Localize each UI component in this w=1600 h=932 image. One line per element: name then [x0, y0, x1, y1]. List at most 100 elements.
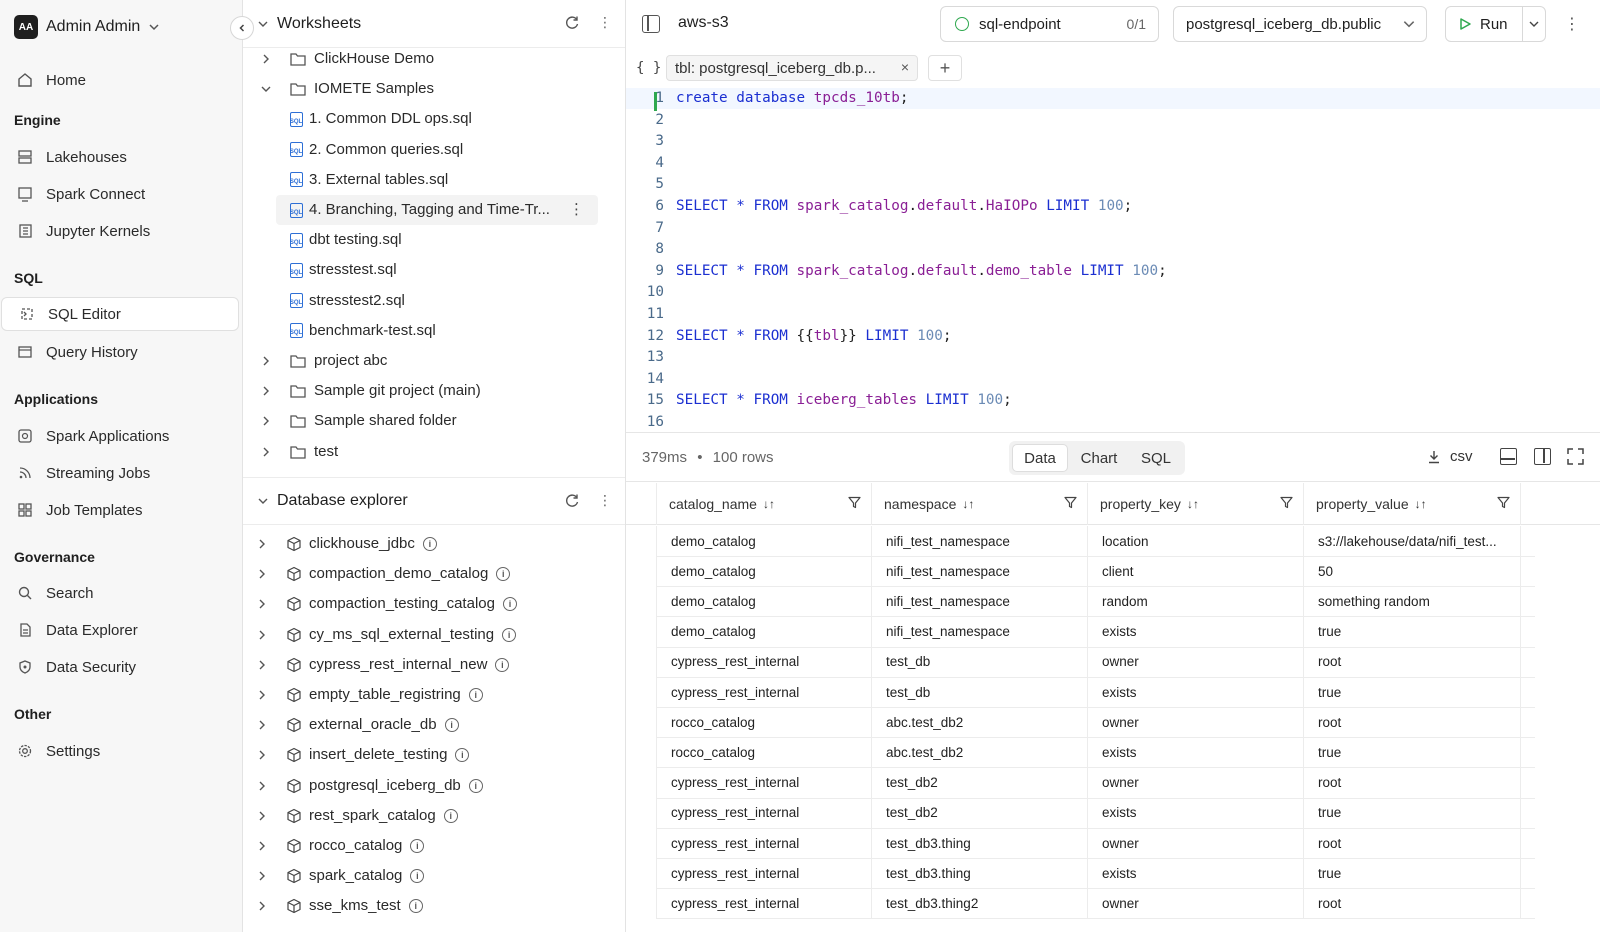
info-icon[interactable]: i: [495, 657, 510, 672]
nav-streaming-jobs[interactable]: Streaming Jobs: [0, 456, 243, 490]
chevron-down-icon[interactable]: [257, 18, 269, 30]
toggle-panel-icon[interactable]: [642, 15, 660, 33]
sort-icon[interactable]: ↓↑: [762, 497, 775, 511]
chevron-right-icon[interactable]: [255, 567, 269, 581]
filter-icon[interactable]: [848, 496, 861, 512]
nav-query-history[interactable]: Query History: [0, 335, 243, 369]
chevron-right-icon[interactable]: [255, 628, 269, 642]
chevron-right-icon[interactable]: [255, 718, 269, 732]
layout-right-icon[interactable]: [1534, 448, 1551, 465]
chevron-right-icon[interactable]: [259, 52, 273, 66]
database-select[interactable]: postgresql_iceberg_db.public: [1173, 6, 1427, 42]
more-vertical-icon[interactable]: ⋮: [598, 14, 612, 30]
nav-lakehouses[interactable]: Lakehouses: [0, 140, 243, 174]
sort-icon[interactable]: ↓↑: [962, 497, 975, 511]
chevron-right-icon[interactable]: [259, 414, 273, 428]
more-vertical-icon[interactable]: ⋮: [598, 492, 612, 508]
nav-search[interactable]: Search: [0, 576, 243, 610]
run-options-button[interactable]: [1522, 6, 1546, 42]
more-vertical-icon[interactable]: ⋮: [569, 201, 584, 218]
filter-icon[interactable]: [1280, 496, 1293, 512]
info-icon[interactable]: i: [422, 537, 437, 552]
folder-item[interactable]: ClickHouse Demo: [243, 44, 625, 74]
column-header[interactable]: property_value↓↑: [1303, 483, 1520, 525]
info-icon[interactable]: i: [468, 688, 483, 703]
tab-data[interactable]: Data: [1012, 444, 1068, 472]
folder-item[interactable]: project abc: [243, 346, 625, 376]
tab-variable[interactable]: tbl: postgresql_iceberg_db.p... ×: [666, 55, 918, 81]
nav-spark-applications[interactable]: Spark Applications: [0, 419, 243, 453]
add-tab-button[interactable]: +: [928, 55, 962, 81]
braces-icon[interactable]: { }: [636, 60, 662, 76]
column-header[interactable]: property_key↓↑: [1087, 483, 1303, 525]
nav-home[interactable]: Home: [0, 63, 243, 97]
endpoint-select[interactable]: sql-endpoint 0/1: [940, 6, 1159, 42]
column-header[interactable]: namespace↓↑: [871, 483, 1087, 525]
column-header[interactable]: catalog_name↓↑: [656, 483, 871, 525]
info-icon[interactable]: i: [443, 808, 458, 823]
chevron-right-icon[interactable]: [255, 809, 269, 823]
info-icon[interactable]: i: [408, 899, 423, 914]
refresh-icon[interactable]: [564, 15, 580, 31]
nav-sql-editor[interactable]: SQL Editor: [1, 297, 239, 331]
info-icon[interactable]: i: [468, 778, 483, 793]
nav-settings[interactable]: Settings: [0, 734, 243, 768]
folder-item[interactable]: Sample shared folder: [243, 406, 625, 436]
layout-bottom-icon[interactable]: [1500, 448, 1517, 465]
info-icon[interactable]: i: [502, 627, 517, 642]
chevron-right-icon[interactable]: [255, 869, 269, 883]
chevron-right-icon[interactable]: [255, 779, 269, 793]
info-icon[interactable]: i: [496, 567, 511, 582]
fullscreen-icon[interactable]: [1567, 448, 1584, 465]
info-icon[interactable]: i: [444, 718, 459, 733]
chevron-right-icon[interactable]: [255, 537, 269, 551]
more-vertical-icon[interactable]: ⋮: [1564, 16, 1580, 33]
folder-item[interactable]: Sample git project (main): [243, 376, 625, 406]
folder-item[interactable]: test: [243, 437, 625, 467]
chevron-right-icon[interactable]: [259, 354, 273, 368]
filter-icon[interactable]: [1064, 496, 1077, 512]
nav-data-explorer[interactable]: Data Explorer: [0, 613, 243, 647]
chevron-right-icon[interactable]: [255, 748, 269, 762]
nav-spark-connect[interactable]: Spark Connect: [0, 177, 243, 211]
nav-data-security[interactable]: Data Security: [0, 650, 243, 684]
chevron-right-icon[interactable]: [255, 839, 269, 853]
chevron-down-icon[interactable]: [259, 82, 273, 96]
sort-icon[interactable]: ↓↑: [1186, 497, 1199, 511]
chevron-right-icon[interactable]: [255, 688, 269, 702]
user-menu[interactable]: AA Admin Admin: [14, 14, 160, 40]
chevron-right-icon[interactable]: [255, 899, 269, 913]
sort-icon[interactable]: ↓↑: [1414, 497, 1427, 511]
db-explorer-header[interactable]: Database explorer ⋮: [243, 477, 625, 525]
close-icon[interactable]: ×: [900, 59, 909, 75]
nav-job-templates[interactable]: Job Templates: [0, 493, 243, 527]
tab-sql[interactable]: SQL: [1140, 449, 1171, 467]
